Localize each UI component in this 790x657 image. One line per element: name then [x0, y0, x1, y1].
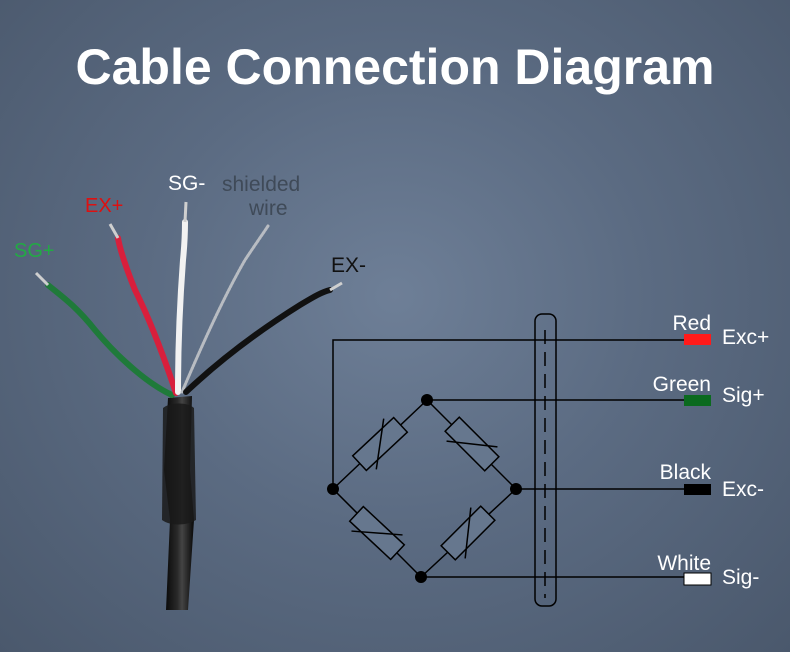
bottom-border	[0, 652, 790, 657]
terminal-green-swatch	[684, 395, 711, 406]
bridge-diamond	[331, 398, 518, 579]
wire-black-tip	[329, 281, 343, 292]
terminal-white: White Sig-	[657, 552, 759, 589]
terminal-red-color: Red	[672, 312, 711, 335]
bridge-schematic	[331, 313, 684, 607]
terminal-red-swatch	[684, 334, 711, 345]
terminal-white-function: Sig-	[722, 566, 759, 589]
terminal-white-color: White	[657, 552, 711, 575]
page-title: Cable Connection Diagram	[75, 39, 715, 95]
terminal-green-function: Sig+	[722, 384, 765, 407]
wire-exc-plus	[332, 339, 684, 489]
label-shielded-line1: shielded	[222, 173, 300, 196]
resistor-bottom-right	[440, 505, 496, 561]
node-right	[510, 483, 522, 495]
terminal-black-swatch	[684, 484, 711, 495]
resistor-top-left	[351, 416, 409, 472]
terminal-red-function: Exc+	[722, 326, 769, 349]
terminal-green: Green Sig+	[653, 373, 765, 407]
wire-green-tip	[34, 271, 50, 287]
resistor-bottom-left	[348, 505, 406, 561]
node-bottom	[415, 571, 427, 583]
cable-illustration	[34, 201, 343, 610]
shield-enclosure	[534, 313, 557, 607]
terminal-red: Red Exc+	[672, 312, 769, 349]
resistor-top-right	[444, 416, 500, 472]
wire-red-tip	[108, 223, 120, 239]
label-ex-minus: EX-	[331, 254, 366, 277]
label-sg-minus: SG-	[168, 172, 205, 195]
node-left	[327, 483, 339, 495]
node-top	[421, 394, 433, 406]
wire-shield	[180, 224, 270, 394]
terminal-black-color: Black	[660, 461, 712, 484]
wire-red	[115, 235, 179, 396]
label-shielded-line2: wire	[248, 197, 288, 220]
terminal-black: Black Exc-	[660, 461, 764, 501]
terminal-black-function: Exc-	[722, 478, 764, 501]
terminal-green-color: Green	[653, 373, 711, 396]
label-sg-plus: SG+	[14, 240, 55, 262]
wire-green	[45, 282, 175, 398]
wire-black	[183, 287, 333, 395]
cable-sleeve	[162, 403, 196, 525]
terminal-white-swatch	[683, 572, 712, 586]
label-ex-plus: EX+	[85, 195, 123, 217]
wire-white	[175, 219, 188, 395]
wire-white-tip	[183, 201, 188, 223]
